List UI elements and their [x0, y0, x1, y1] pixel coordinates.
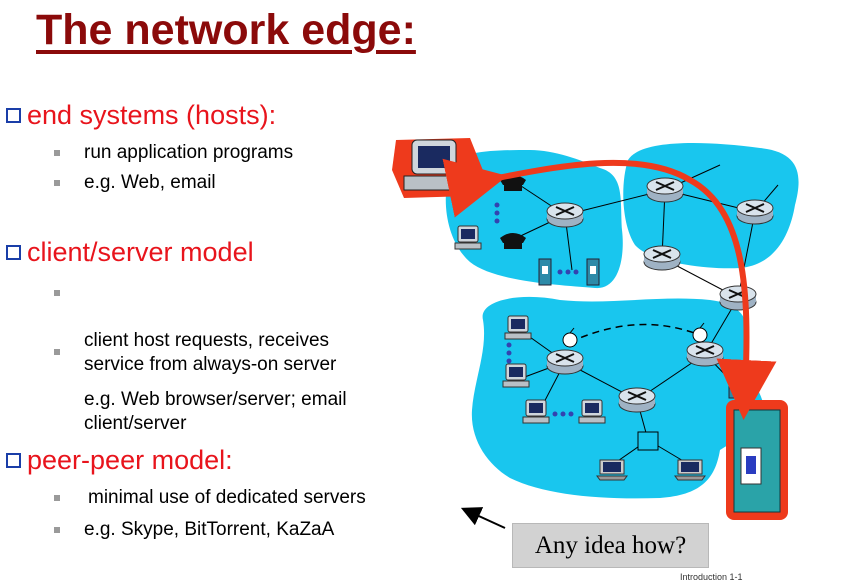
section-heading-end-systems: end systems (hosts): [6, 100, 276, 131]
laptop-icon [596, 459, 628, 481]
checkbox-bullet-icon [6, 453, 21, 468]
square-bullet-icon [54, 349, 60, 355]
router-icon [546, 202, 584, 228]
highlighted-server-icon [726, 400, 788, 520]
section-heading-peer-peer: peer-peer model: [6, 445, 233, 476]
bullet-item: e.g. Web, email [54, 171, 216, 195]
slide-title: The network edge: [36, 6, 416, 54]
highlighted-host-icon [392, 138, 486, 198]
heading-text: end systems (hosts): [27, 100, 277, 130]
square-bullet-icon [54, 180, 60, 186]
square-bullet-icon [54, 527, 60, 533]
square-bullet-icon [54, 495, 60, 501]
desktop-computer-icon [522, 399, 550, 424]
checkbox-bullet-icon [6, 108, 21, 123]
server-icon [728, 371, 742, 399]
bullet-item: e.g. Skype, BitTorrent, KaZaA [54, 518, 334, 542]
square-bullet-icon [54, 290, 60, 296]
server-icon [538, 258, 552, 286]
desktop-computer-icon [502, 363, 530, 388]
bullet-item: e.g. Web browser/server; email client/se… [54, 340, 347, 460]
router-icon [736, 199, 774, 225]
square-bullet-icon [54, 150, 60, 156]
router-icon [686, 341, 724, 367]
desktop-computer-icon [454, 225, 482, 250]
slide-footer: Introduction 1-1 [680, 572, 743, 582]
router-icon [719, 285, 757, 311]
router-icon [546, 349, 584, 375]
bullet-item: minimal use of dedicated servers [54, 486, 366, 510]
heading-text: client/server model [27, 237, 254, 267]
router-icon [646, 177, 684, 203]
router-icon [618, 387, 656, 413]
desktop-computer-icon [504, 315, 532, 340]
callout-box: Any idea how? [512, 523, 709, 568]
laptop-icon [674, 459, 706, 481]
server-icon [586, 258, 600, 286]
heading-text: peer-peer model: [27, 445, 233, 475]
desktop-computer-icon [578, 399, 606, 424]
bullet-item: client host requests, receives service f… [54, 281, 336, 401]
bullet-item: run application programs [54, 141, 293, 165]
connection-arrow [442, 158, 777, 420]
section-heading-client-server: client/server model [6, 237, 254, 268]
router-icon [643, 245, 681, 271]
callout-pointer-arrow [460, 507, 506, 529]
checkbox-bullet-icon [6, 245, 21, 260]
access-point-icon [637, 431, 659, 451]
